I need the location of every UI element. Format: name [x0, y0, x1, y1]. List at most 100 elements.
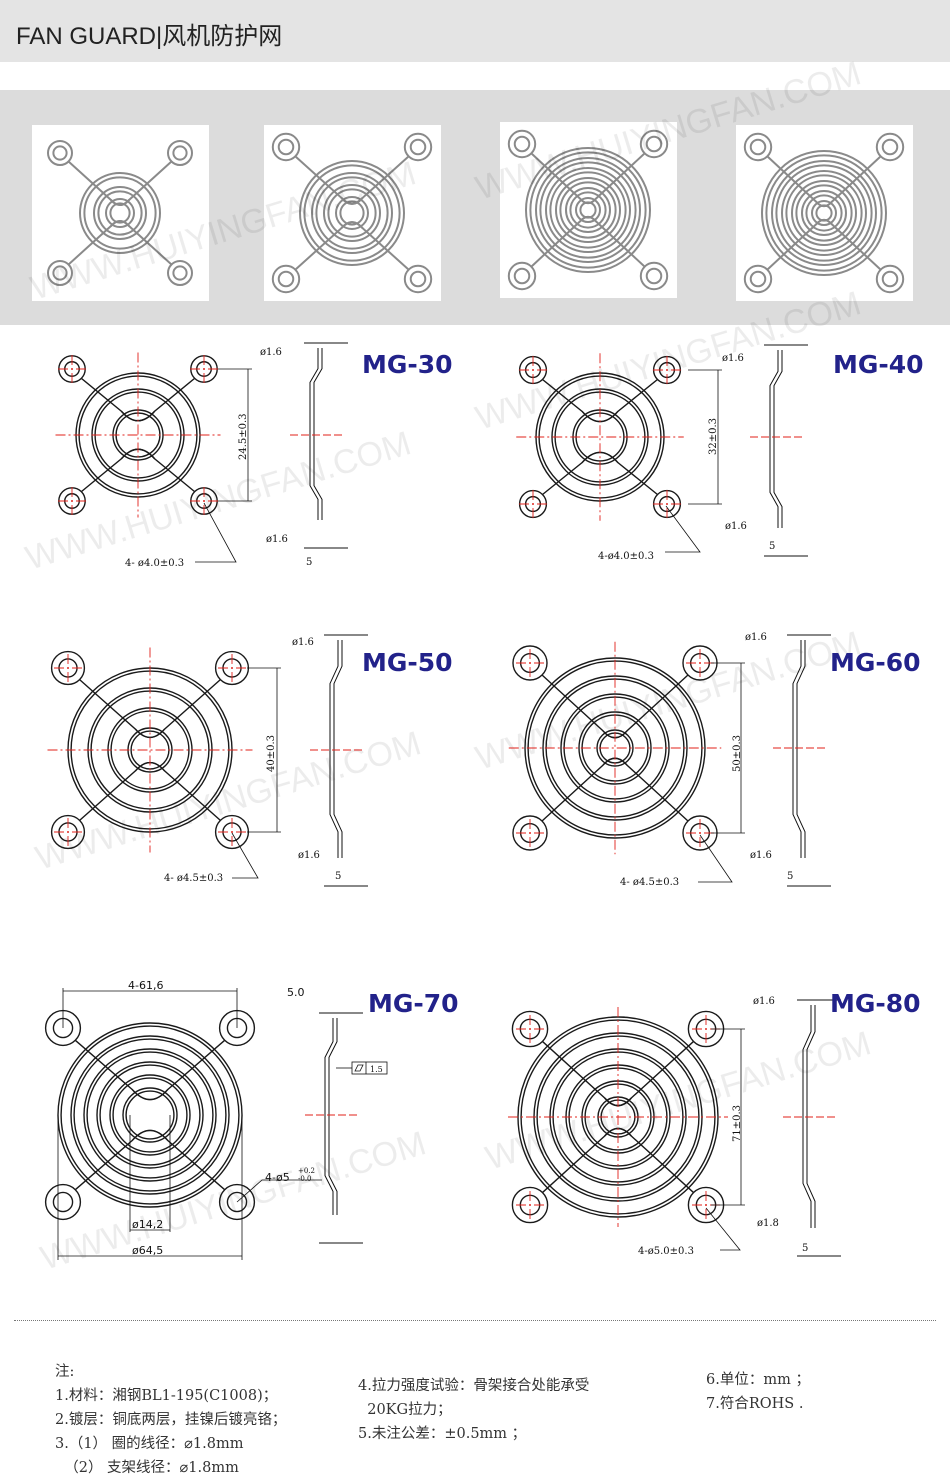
guard-ring [83, 176, 157, 250]
guard-ring [105, 198, 135, 228]
product-photo-mg30 [32, 125, 209, 301]
mounting-ear [511, 1186, 549, 1224]
product-photo-guard [743, 132, 905, 294]
dim-label: ø64,5 [132, 1244, 163, 1257]
side-profile [324, 1018, 334, 1215]
model-title-mg50: MG-50 [362, 648, 453, 677]
side-profile [806, 1005, 816, 1228]
dim-label: 24.5±0.3 [238, 413, 249, 460]
fan-guard-front-view [507, 129, 669, 291]
fan-guard-side-view [319, 1012, 363, 1244]
support-strut [134, 678, 221, 739]
note-item: 3.（1） 圈的线径：⌀1.8mm [55, 1436, 244, 1452]
notes-heading: 注: [55, 1364, 75, 1380]
guard-ring [811, 200, 837, 226]
support-strut [581, 451, 659, 496]
flatness-value: 1.5 [370, 1065, 383, 1074]
mounting-ear [507, 261, 537, 291]
support-strut [294, 221, 364, 271]
dim-label: ø1.6 [753, 996, 775, 1007]
centerlines [47, 647, 253, 853]
guard-ring [112, 1077, 188, 1153]
guard-ring [525, 147, 651, 273]
dim-label: 4-ø4.0±0.3 [598, 551, 654, 562]
support-strut [581, 378, 659, 423]
guard-ring [801, 190, 847, 236]
dim-label: ø1.6 [750, 850, 772, 861]
mounting-hole [52, 265, 68, 281]
mounting-hole [645, 267, 663, 285]
mounting-ear [218, 1183, 256, 1221]
centerlines [55, 352, 221, 518]
note-item: （2） 支架线径：⌀1.8mm [55, 1460, 239, 1476]
mounting-ear [47, 140, 73, 166]
guard-ring [805, 194, 843, 232]
guard-ring [536, 1035, 700, 1199]
guard-ring [781, 170, 867, 256]
leader-line [231, 832, 259, 879]
side-profile [313, 348, 323, 520]
leader-line [705, 1207, 741, 1251]
mounting-ear [875, 132, 905, 162]
dim-label: 4-ø5 [265, 1171, 290, 1184]
guard-ring [578, 711, 652, 785]
side-profile [773, 350, 783, 528]
dim-label: 4- ø4.5±0.3 [164, 873, 223, 884]
guard-ring [335, 196, 369, 230]
guard-ring [549, 171, 627, 249]
fan-guard-front-view [47, 140, 193, 286]
mounting-hole [881, 138, 899, 156]
guard-ring [559, 181, 617, 239]
guard-ring [795, 184, 853, 242]
support-strut [530, 215, 597, 268]
dim-label: 5 [802, 1243, 808, 1254]
guard-ring [761, 150, 887, 276]
model-title-mg60: MG-60 [830, 648, 921, 677]
support-strut [602, 674, 689, 739]
guard-ring [555, 177, 621, 243]
fan-guard-front-view [743, 132, 905, 294]
dim-label: ø1.6 [266, 534, 288, 545]
dim-label: 5 [335, 871, 341, 882]
mounting-hole [226, 1191, 248, 1213]
dim-label: ø1.6 [260, 347, 282, 358]
mounting-ear [639, 129, 669, 159]
dim-label: 71±0.3 [732, 1105, 743, 1142]
centerlines [516, 353, 684, 521]
product-photo-mg60 [500, 122, 677, 298]
guard-ring [542, 675, 688, 821]
guard-ring [539, 161, 637, 259]
dim-label: 32±0.3 [708, 418, 719, 455]
dim-label: 5.0 [287, 986, 305, 999]
mounting-ear [403, 264, 433, 294]
mounting-ear [271, 132, 301, 162]
guard-ring [109, 1074, 191, 1156]
support-strut [340, 155, 410, 205]
dimension [57, 988, 388, 1260]
dimension [218, 368, 252, 502]
guard-ring [109, 202, 131, 224]
guard-ring [524, 657, 706, 839]
dim-label: 5 [769, 541, 775, 552]
note-item: 1.材料：湘钢BL1-195(C1008)； [55, 1388, 278, 1404]
guard-ring [339, 200, 365, 226]
fan-guard-front-view [512, 645, 718, 851]
dim-label: ø1.6 [722, 353, 744, 364]
mounting-hole [409, 138, 427, 156]
mounting-ear [50, 814, 86, 850]
mounting-hole [409, 270, 427, 288]
mounting-ear [512, 645, 548, 681]
leader-line [665, 505, 701, 553]
side-profile [802, 1005, 812, 1228]
watermark: WWW.HUIYINGFAN.COM [26, 154, 420, 307]
watermark: WWW.HUIYINGFAN.COM [471, 284, 865, 437]
note-item: 7.符合ROHS . [706, 1396, 804, 1412]
mounting-ear [50, 650, 86, 686]
guard-ring [70, 1035, 230, 1195]
guard-ring [327, 188, 377, 238]
guard-ring [575, 197, 601, 223]
dimension [711, 1028, 745, 1206]
mounting-ear [47, 260, 73, 286]
model-title-mg70: MG-70 [368, 989, 459, 1018]
